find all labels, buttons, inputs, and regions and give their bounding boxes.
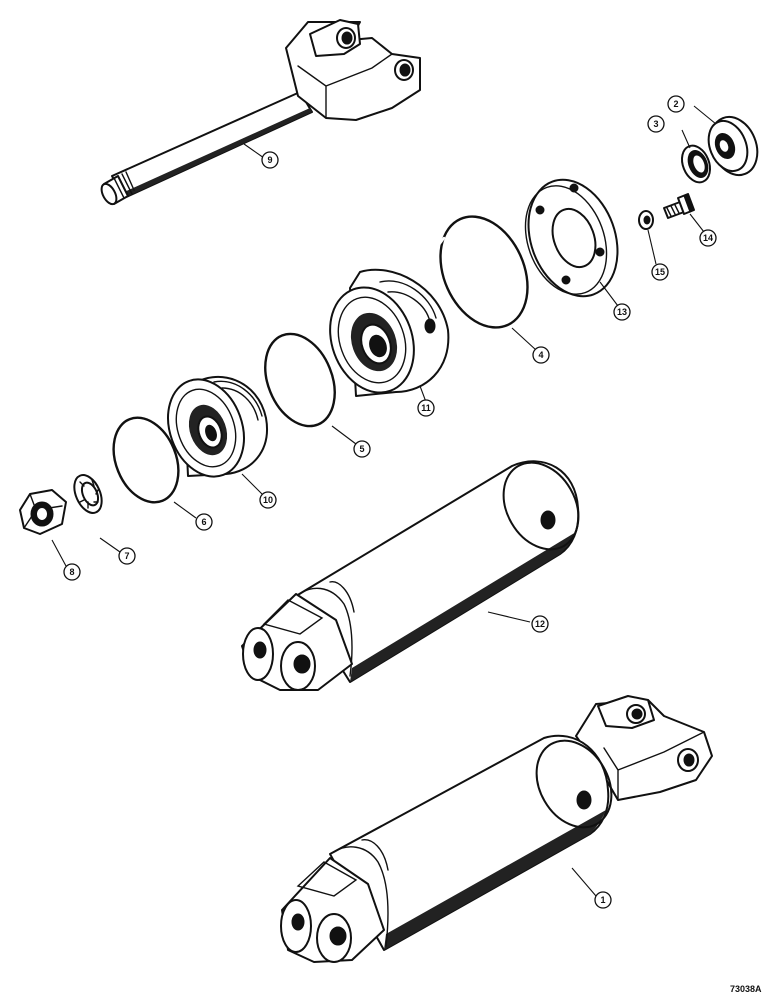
cap-screw-part-14 — [663, 193, 695, 219]
callout-8: 8 — [63, 563, 81, 581]
retainer-plate-part-13 — [524, 178, 619, 298]
callout-15: 15 — [651, 263, 669, 281]
callout-3-label: 3 — [653, 119, 658, 129]
callout-12: 12 — [531, 615, 549, 633]
callout-15-label: 15 — [655, 267, 665, 277]
callout-4: 4 — [532, 346, 550, 364]
callout-3: 3 — [647, 115, 665, 133]
callout-6: 6 — [195, 513, 213, 531]
snap-ring-part-4 — [436, 215, 529, 329]
callout-11-label: 11 — [421, 403, 431, 413]
cylinder-assembly-part-1 — [280, 695, 713, 963]
callout-9: 9 — [261, 151, 279, 169]
callout-13-label: 13 — [617, 307, 627, 317]
callout-10: 10 — [259, 491, 277, 509]
gland-nut-part-2 — [707, 115, 759, 177]
figure-id: 73038A — [730, 984, 762, 994]
hex-nut-part-8 — [19, 489, 67, 535]
leader-lines — [51, 105, 717, 897]
callout-12-label: 12 — [535, 619, 545, 629]
lock-washer-part-15 — [638, 210, 654, 230]
cylinder-tube-part-12 — [241, 460, 580, 691]
callout-6-label: 6 — [201, 517, 206, 527]
callout-2: 2 — [667, 95, 685, 113]
callout-14-label: 14 — [703, 233, 713, 243]
callout-5-label: 5 — [359, 444, 364, 454]
callout-2-label: 2 — [673, 99, 678, 109]
callout-9-label: 9 — [267, 155, 272, 165]
o-ring-part-5 — [264, 332, 336, 428]
callout-7: 7 — [118, 547, 136, 565]
callout-11: 11 — [417, 399, 435, 417]
callout-8-label: 8 — [69, 567, 74, 577]
callout-13: 13 — [613, 303, 631, 321]
callout-14: 14 — [699, 229, 717, 247]
callout-7-label: 7 — [124, 551, 129, 561]
callout-1: 1 — [594, 891, 612, 909]
washer-part-3 — [681, 144, 711, 184]
cylinder-head-part-11 — [329, 268, 450, 397]
o-ring-part-6 — [112, 416, 180, 504]
backup-washer-part-7 — [73, 474, 103, 514]
piston-rod-part-9 — [100, 19, 421, 206]
callout-4-label: 4 — [538, 350, 543, 360]
callout-10-label: 10 — [263, 495, 273, 505]
piston-part-10 — [167, 376, 268, 478]
callout-1-label: 1 — [600, 895, 605, 905]
callout-5: 5 — [353, 440, 371, 458]
